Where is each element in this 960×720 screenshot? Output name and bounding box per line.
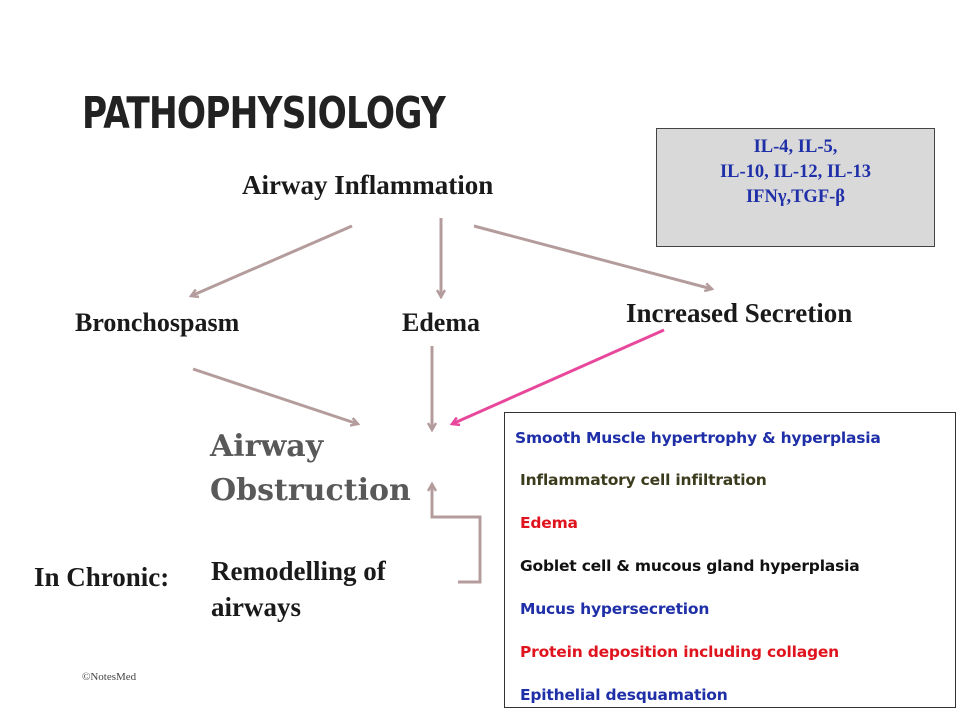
node-airway-inflammation: Airway Inflammation <box>242 170 494 200</box>
cytokine-line: IFNγ,TGF-β <box>745 187 846 207</box>
feature-item: Inflammatory cell infiltration <box>520 471 767 489</box>
feature-item: Edema <box>520 514 578 532</box>
arrow-inflammation-to-secretion <box>473 224 712 289</box>
cytokine-line: IL-4, IL-5, <box>753 137 838 157</box>
node-remodelling: Remodelling of airways <box>211 553 386 625</box>
arrow-secretion-to-obstruction <box>452 328 665 424</box>
remodelling-line: airways <box>211 592 301 622</box>
credit-text: ©NotesMed <box>82 671 137 683</box>
node-edema: Edema <box>402 308 480 337</box>
cytokine-line: IL-10, IL-12, IL-13 <box>719 162 872 182</box>
feature-item: Protein deposition including collagen <box>520 643 839 661</box>
feature-item: Smooth Muscle hypertrophy & hyperplasia <box>515 429 881 447</box>
feature-item: Mucus hypersecretion <box>520 600 710 618</box>
remodelling-line: Remodelling of <box>211 556 386 586</box>
feature-item: Goblet cell & mucous gland hyperplasia <box>520 557 860 575</box>
obstruction-line: Airway <box>210 429 324 464</box>
node-increased-secretion: Increased Secretion <box>626 298 853 328</box>
arrow-bronchospasm-to-obstruction <box>192 367 358 424</box>
arrow-inflammation-to-bronchospasm <box>191 224 353 296</box>
obstruction-line: Obstruction <box>210 473 411 508</box>
remodelling-features-box: Smooth Muscle hypertrophy & hyperplasia … <box>504 412 956 708</box>
cytokine-box: IL-4, IL-5, IL-10, IL-12, IL-13 IFNγ,TGF… <box>656 128 935 247</box>
in-chronic-label: In Chronic: <box>34 562 170 592</box>
arrow-remodelling-to-obstruction <box>432 484 482 584</box>
node-bronchospasm: Bronchospasm <box>75 308 240 337</box>
feature-item: Epithelial desquamation <box>520 686 728 704</box>
page-title: PATHOPHYSIOLOGY <box>82 88 446 139</box>
node-airway-obstruction: Airway Obstruction <box>210 425 411 513</box>
